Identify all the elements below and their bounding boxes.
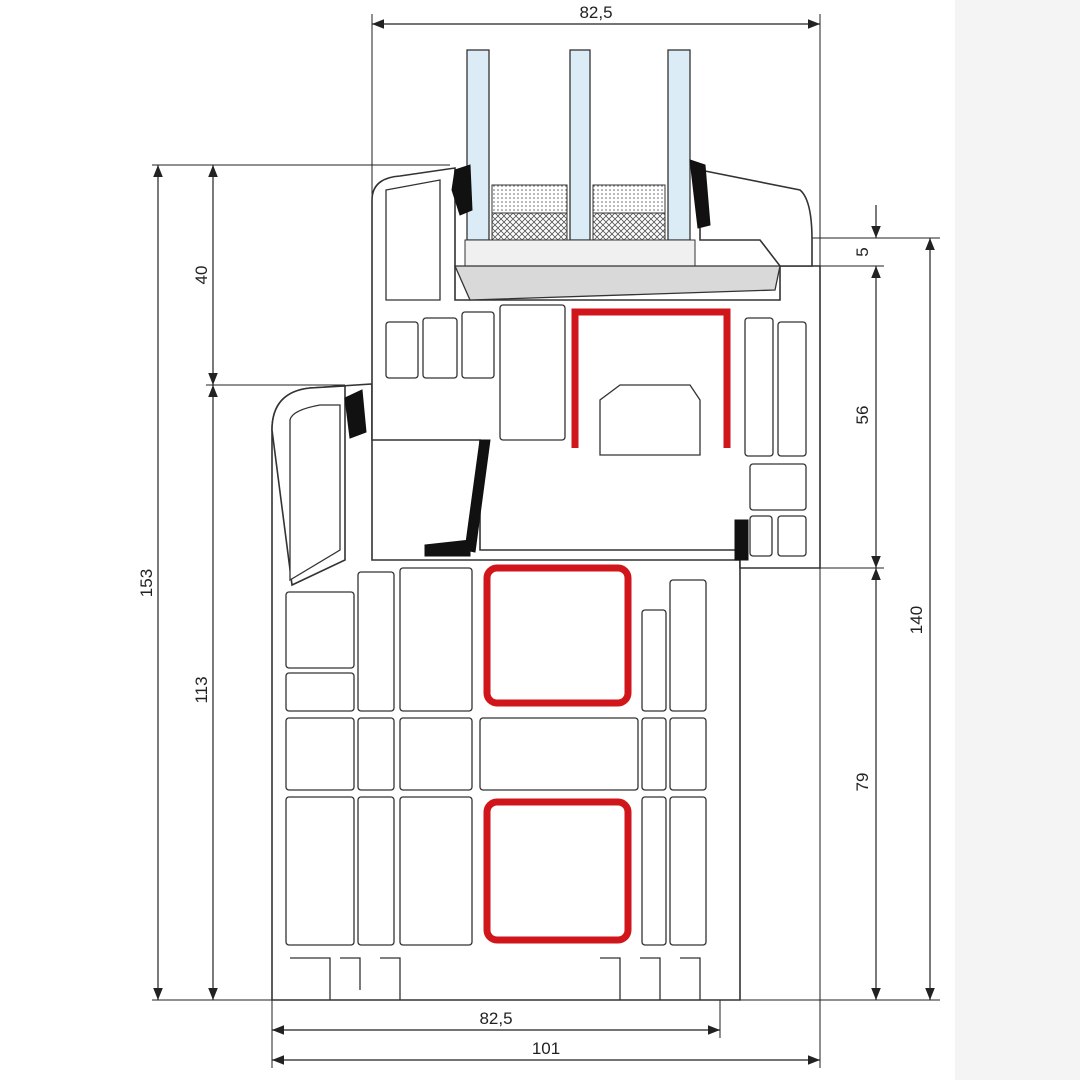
steel-reinforcements [483,308,731,944]
dim-label-right-height: 140 [907,606,926,634]
dim-label-glass-rebate: 5 [853,247,872,256]
reinforcement-frame-upper [483,564,632,707]
glazing-unit [454,49,781,301]
dim-label-total-height: 153 [137,569,156,597]
dim-label-frame-lower: 79 [853,773,872,792]
dim-label-top-width: 82,5 [579,3,612,22]
dimension-lines [153,19,935,1065]
reinforcement-frame-lower [483,798,632,944]
dim-label-frame-height: 113 [192,676,211,703]
dim-label-bottom-total-width: 101 [532,1039,560,1058]
dim-label-sash-overlap: 56 [853,406,872,425]
dim-label-bottom-frame-width: 82,5 [479,1009,512,1028]
reinforcement-sash [571,308,731,448]
dim-label-sash-top-height: 40 [192,266,211,285]
background-strip [955,0,1080,1080]
gaskets [344,159,749,561]
